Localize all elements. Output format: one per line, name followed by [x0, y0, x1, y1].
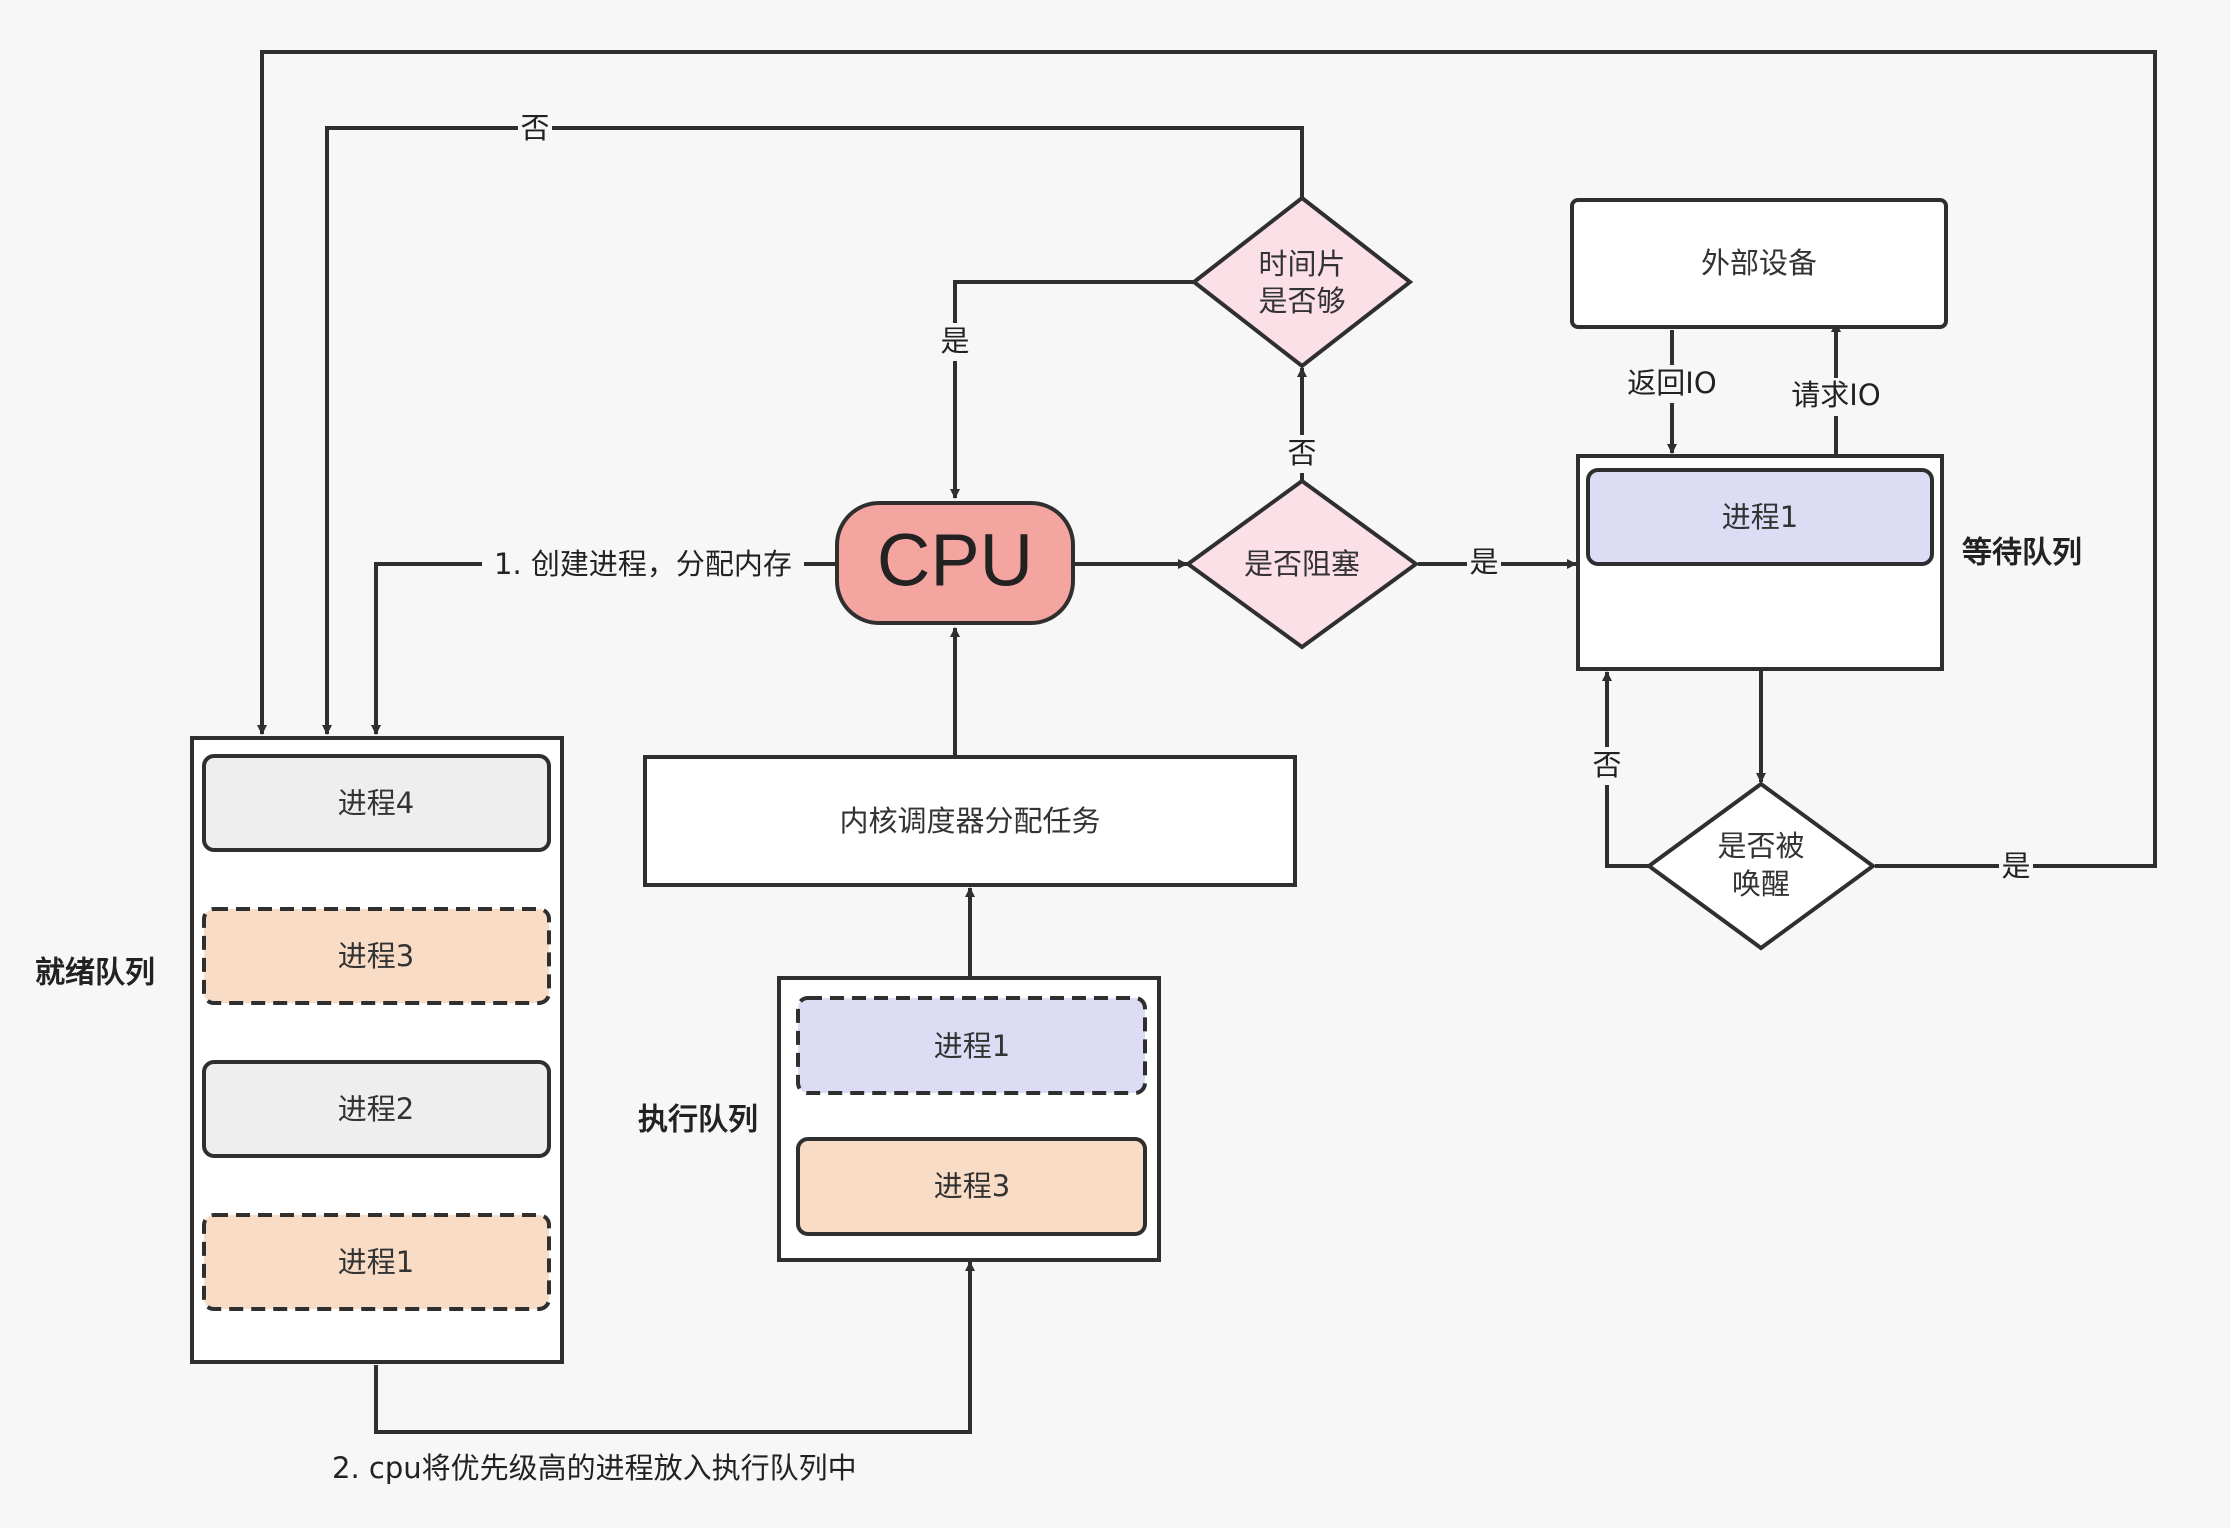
- label-blocked-yes: 是: [1469, 545, 1498, 579]
- edge-ready-to-exec: [374, 1261, 975, 1434]
- label-ready-to-exec: 2. cpu将优先级高的进程放入执行队列中: [332, 1451, 857, 1485]
- cpu-node: [835, 501, 1075, 625]
- wait-process-1: [1586, 468, 1934, 566]
- label-create-process: 1. 创建进程，分配内存: [494, 547, 792, 581]
- exec-process-1-label: 进程1: [934, 1029, 1010, 1063]
- ready-process-1: [202, 1213, 551, 1311]
- exec-process-3: [796, 1137, 1147, 1236]
- wait-queue-title: 等待队列: [1962, 536, 2082, 571]
- label-return-io: 返回IO: [1627, 366, 1716, 400]
- exec-queue: 执行队列 进程1 进程3: [638, 976, 1161, 1262]
- cpu-label: CPU: [877, 519, 1033, 602]
- exec-queue-title: 执行队列: [638, 1103, 758, 1138]
- label-request-io: 请求IO: [1791, 378, 1880, 412]
- timeslice-label-line1: 时间片: [1258, 247, 1345, 281]
- wait-queue: 等待队列 进程1: [1576, 454, 2082, 671]
- label-awaken-yes: 是: [2001, 849, 2030, 883]
- timeslice-label-line2: 是否够: [1258, 284, 1345, 318]
- edge-timeslice-yes-to-cpu: [950, 280, 1195, 499]
- awaken-label-line2: 唤醒: [1732, 867, 1790, 901]
- edge-timeslice-no-to-ready: [322, 126, 1304, 735]
- label-awaken-no: 否: [1592, 748, 1621, 782]
- ready-process-3-label: 进程3: [338, 939, 414, 973]
- label-blocked-no: 否: [1287, 436, 1316, 470]
- edge-labels: 1. 创建进程，分配内存 2. cpu将优先级高的进程放入执行队列中 否 是 否…: [332, 110, 2033, 1485]
- awaken-decision: [1645, 781, 1877, 951]
- exec-process-3-label: 进程3: [934, 1169, 1010, 1203]
- ready-process-4-label: 进程4: [338, 786, 414, 820]
- external-device-label: 外部设备: [1701, 246, 1817, 280]
- blocked-label: 是否阻塞: [1244, 547, 1360, 581]
- ready-process-2-label: 进程2: [338, 1092, 414, 1126]
- wait-process-1-label: 进程1: [1722, 500, 1798, 534]
- edge-awaken-yes-to-ready: [257, 50, 2157, 868]
- external-device-node: [1570, 198, 1948, 329]
- nodes: CPU 是否阻塞 时间片 是否够 内核调度器分配任务 外部设备 是否被 唤醒: [643, 195, 1948, 951]
- scheduler-label: 内核调度器分配任务: [839, 804, 1100, 838]
- awaken-label-line1: 是否被: [1717, 829, 1804, 863]
- label-timeslice-yes: 是: [940, 324, 969, 358]
- label-timeslice-no: 否: [520, 111, 549, 145]
- timeslice-decision: [1190, 195, 1414, 369]
- edges: [257, 50, 2157, 1434]
- edge-cpu-create-to-ready: [371, 562, 835, 735]
- ready-queue: 就绪队列 进程4 进程3 进程2 进程1: [35, 736, 564, 1364]
- ready-process-3: [202, 907, 551, 1005]
- edge-awaken-no-to-wait: [1602, 671, 1649, 868]
- ready-process-4: [202, 754, 551, 852]
- scheduler-node: [643, 755, 1297, 887]
- ready-process-2: [202, 1060, 551, 1158]
- ready-process-1-label: 进程1: [338, 1245, 414, 1279]
- ready-queue-title: 就绪队列: [35, 956, 155, 991]
- exec-process-1: [796, 996, 1147, 1095]
- blocked-decision: [1184, 478, 1420, 650]
